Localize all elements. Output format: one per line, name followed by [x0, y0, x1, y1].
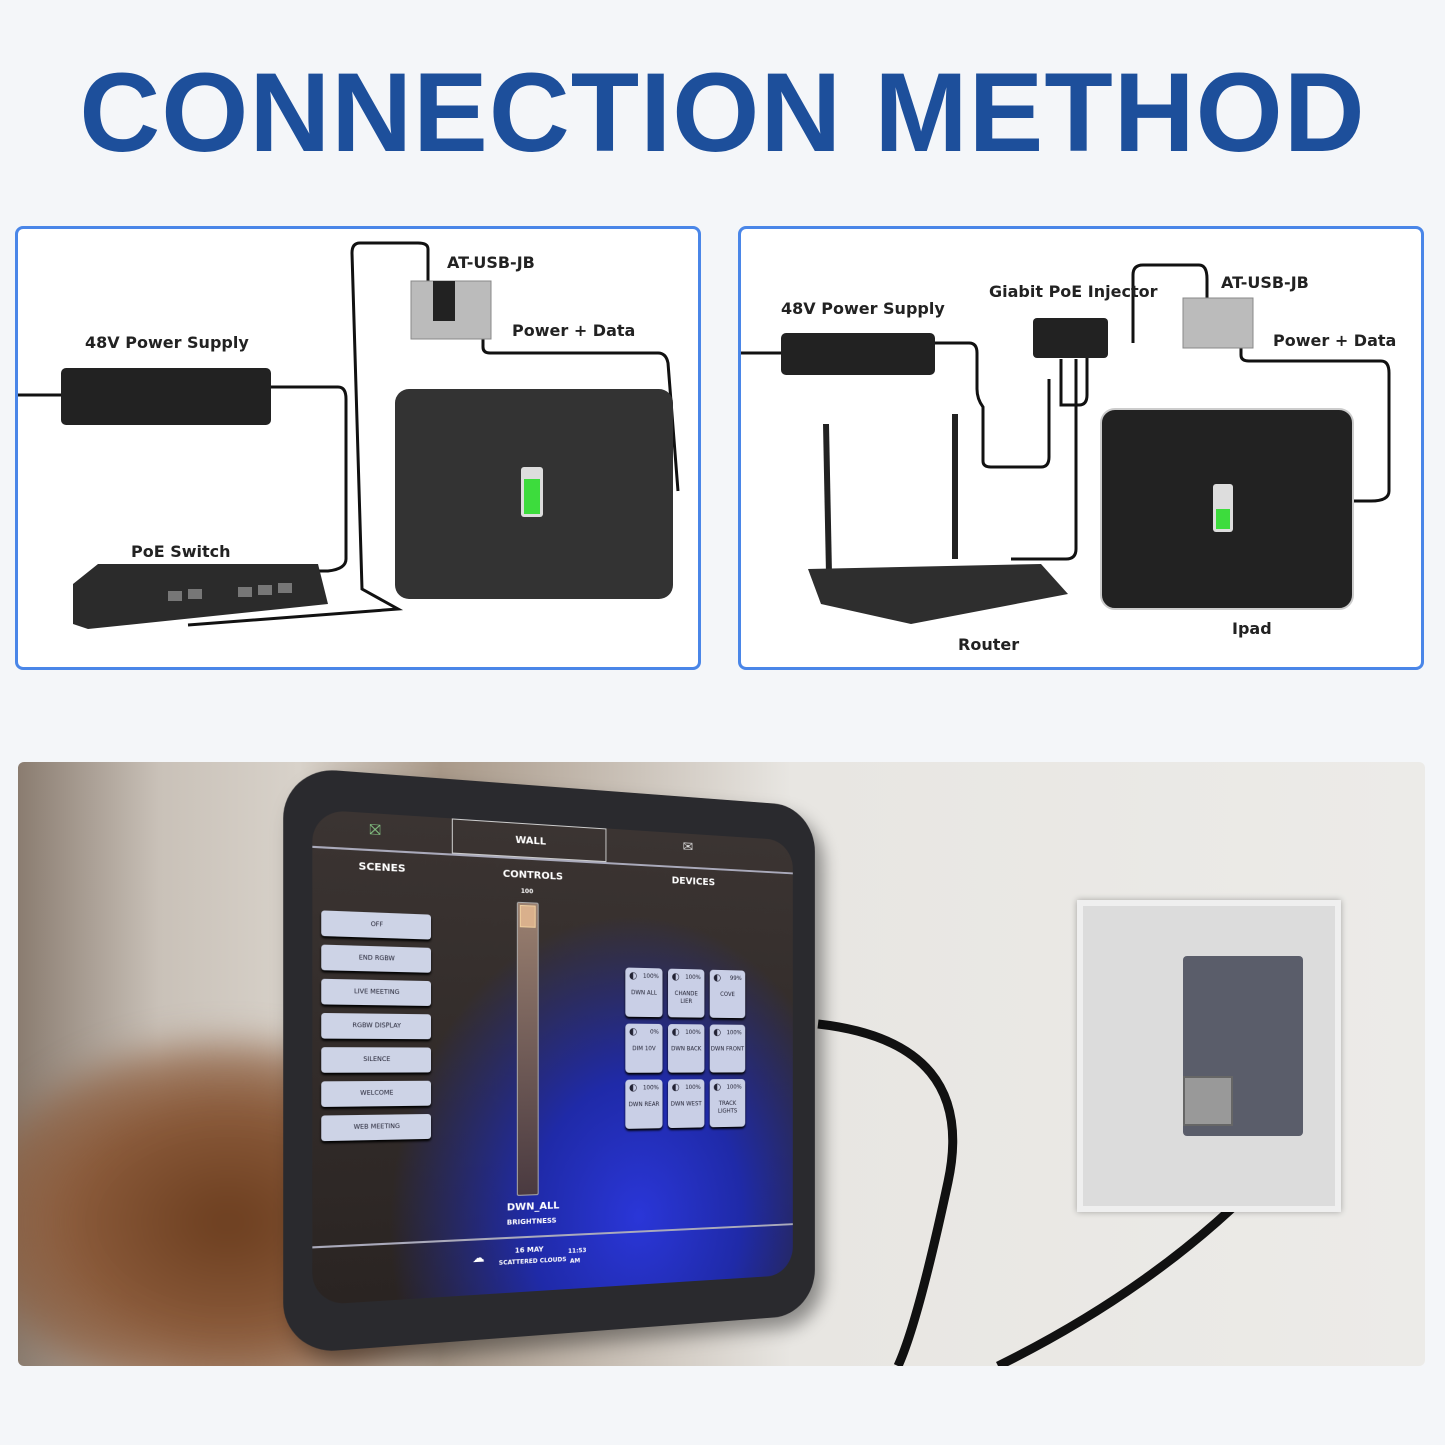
- date: 16 MAY: [515, 1245, 544, 1255]
- device-tile[interactable]: ◐ 100% DWN WEST: [668, 1079, 704, 1128]
- bulb-icon: ◐: [713, 1083, 721, 1093]
- device-level: 0%: [650, 1029, 659, 1037]
- slider-name: DWN_ALL: [507, 1200, 560, 1213]
- device-level: 100%: [727, 1029, 742, 1037]
- installation-photo: ⛝ WALL ✉ SCENES CONTROLS DEVICES OFF END …: [18, 762, 1425, 1366]
- device-tile[interactable]: ◐ 100% TRACK LIGHTS: [710, 1079, 745, 1127]
- weather: SCATTERED CLOUDS: [499, 1256, 567, 1267]
- bulb-icon: ◐: [672, 1028, 680, 1038]
- tab-wall[interactable]: WALL: [452, 818, 607, 862]
- device-name: CHANDE LIER: [675, 990, 698, 1005]
- bulb-icon: ◐: [672, 973, 680, 983]
- scenes-header: SCENES: [359, 861, 406, 875]
- exit-icon[interactable]: ⛝: [369, 822, 380, 840]
- device-tile[interactable]: ◐ 100% CHANDE LIER: [668, 969, 704, 1018]
- tablet-screen: ⛝ WALL ✉ SCENES CONTROLS DEVICES OFF END …: [312, 809, 792, 1305]
- device-level: 99%: [730, 975, 742, 983]
- scene-button[interactable]: WEB MEETING: [321, 1114, 431, 1141]
- label-injector: Giabit PoE Injector: [989, 282, 1157, 301]
- time: 11:53: [568, 1247, 586, 1255]
- power-supply: [781, 333, 935, 375]
- label-power-data: Power + Data: [1273, 331, 1396, 350]
- scene-button[interactable]: WELCOME: [321, 1081, 431, 1107]
- device-name: DWN FRONT: [711, 1046, 744, 1053]
- bulb-icon: ◐: [629, 972, 637, 982]
- power-supply: [61, 368, 271, 425]
- device-level: 100%: [685, 974, 701, 982]
- page-title: CONNECTION METHOD: [0, 48, 1445, 177]
- junction-box: [1183, 298, 1253, 348]
- device-level: 100%: [685, 1084, 701, 1092]
- devices-header: DEVICES: [672, 875, 715, 888]
- label-router: Router: [958, 635, 1019, 654]
- diagram-left-graphics: [18, 229, 701, 670]
- label-power-supply: 48V Power Supply: [85, 333, 249, 352]
- bulb-icon: ◐: [713, 974, 721, 984]
- scene-button[interactable]: SILENCE: [321, 1047, 431, 1073]
- device-name: DWN WEST: [671, 1100, 702, 1107]
- slider-max: 100: [521, 888, 533, 896]
- scene-button[interactable]: RGBW DISPLAY: [321, 1013, 431, 1039]
- label-junction: AT-USB-JB: [1221, 273, 1309, 292]
- device-name: DWN ALL: [631, 989, 657, 996]
- time-ampm: AM: [570, 1257, 580, 1265]
- label-power-supply: 48V Power Supply: [781, 299, 945, 318]
- device-tile[interactable]: ◐ 0% DIM 10V: [625, 1024, 662, 1073]
- scene-button[interactable]: OFF: [321, 910, 431, 939]
- poe-injector: [1033, 318, 1108, 358]
- device-name: DWN REAR: [629, 1101, 660, 1108]
- device-tile[interactable]: ◐ 100% DWN ALL: [625, 967, 662, 1017]
- label-power-data: Power + Data: [512, 321, 635, 340]
- diagram-poe-switch: AT-USB-JB Power + Data 48V Power Supply …: [15, 226, 701, 670]
- footer-divider: [312, 1223, 792, 1248]
- label-ipad: Ipad: [1232, 619, 1272, 638]
- slider-knob[interactable]: [520, 905, 536, 928]
- label-junction: AT-USB-JB: [447, 253, 535, 272]
- wall-tablet: ⛝ WALL ✉ SCENES CONTROLS DEVICES OFF END …: [283, 766, 815, 1354]
- device-tile[interactable]: ◐ 100% DWN BACK: [668, 1024, 704, 1073]
- bulb-icon: ◐: [629, 1084, 637, 1094]
- device-level: 100%: [643, 1084, 659, 1092]
- bulb-icon: ◐: [672, 1083, 680, 1093]
- router: [808, 564, 1068, 624]
- bulb-icon: ◐: [629, 1028, 637, 1038]
- device-level: 100%: [643, 973, 659, 981]
- bulb-icon: ◐: [713, 1028, 721, 1038]
- weather-icon: ☁: [472, 1250, 484, 1265]
- device-name: DWN BACK: [671, 1045, 701, 1052]
- device-level: 100%: [685, 1029, 701, 1037]
- ethernet-port: [1183, 1076, 1233, 1126]
- device-tile[interactable]: ◐ 100% DWN FRONT: [710, 1024, 745, 1072]
- device-name: COVE: [720, 991, 735, 998]
- device-name: TRACK LIGHTS: [718, 1100, 737, 1115]
- scene-button[interactable]: END RGBW: [321, 945, 431, 973]
- mail-icon[interactable]: ✉: [683, 839, 694, 855]
- device-name: DIM 10V: [632, 1045, 655, 1052]
- brightness-slider[interactable]: [517, 902, 539, 1196]
- device-level: 100%: [727, 1084, 742, 1092]
- diagram-poe-injector: 48V Power Supply Giabit PoE Injector AT-…: [738, 226, 1424, 670]
- device-tile[interactable]: ◐ 99% COVE: [710, 970, 745, 1018]
- label-poe-switch: PoE Switch: [131, 542, 231, 561]
- device-tile[interactable]: ◐ 100% DWN REAR: [625, 1079, 662, 1128]
- controls-header: CONTROLS: [503, 869, 563, 883]
- slider-caption: BRIGHTNESS: [507, 1217, 557, 1227]
- wall-junction-box: [1077, 900, 1341, 1212]
- scene-button[interactable]: LIVE MEETING: [321, 979, 431, 1006]
